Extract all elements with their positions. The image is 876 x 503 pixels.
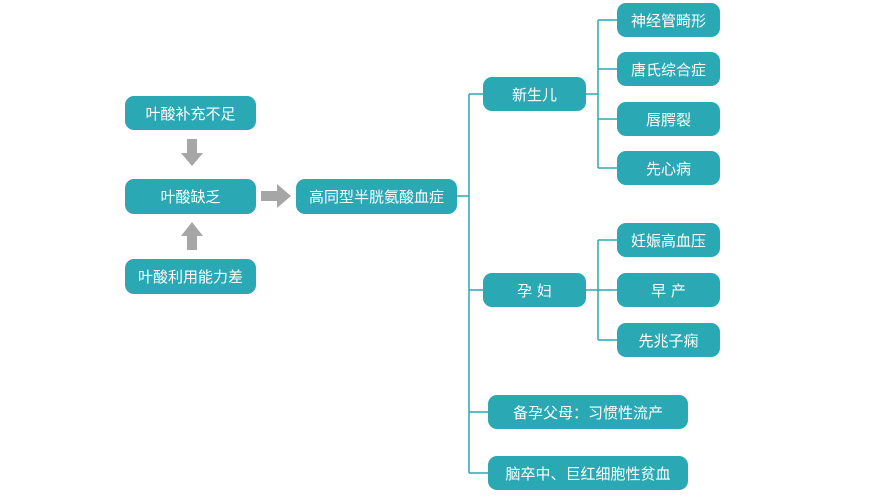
cleft-lip-palate-node: 唇腭裂 bbox=[617, 102, 720, 136]
down-arrow bbox=[181, 139, 203, 166]
newborn-node: 新生儿 bbox=[483, 77, 586, 111]
hyperhomocysteinemia-node: 高同型半胱氨酸血症 bbox=[296, 179, 457, 214]
folate-deficiency-node: 叶酸缺乏 bbox=[125, 179, 256, 214]
stroke-anemia-node: 脑卒中、巨红细胞性贫血 bbox=[488, 456, 688, 490]
premature-birth-node: 早 产 bbox=[617, 273, 720, 307]
down-syndrome-node: 唐氏综合症 bbox=[617, 52, 720, 86]
preeclampsia-node: 先兆子痫 bbox=[617, 323, 720, 357]
right-arrow bbox=[261, 184, 291, 208]
pregnant-woman-node: 孕 妇 bbox=[483, 273, 586, 307]
neural-tube-defect-node: 神经管畸形 bbox=[617, 3, 720, 37]
pre-pregnancy-parents-node: 备孕父母：习惯性流产 bbox=[488, 395, 688, 429]
up-arrow bbox=[181, 222, 203, 250]
folate-poor-utilization-node: 叶酸利用能力差 bbox=[125, 259, 256, 294]
folate-insufficient-intake-node: 叶酸补充不足 bbox=[125, 96, 256, 130]
gestational-hypertension-node: 妊娠高血压 bbox=[617, 223, 720, 257]
congenital-heart-disease-node: 先心病 bbox=[617, 151, 720, 185]
